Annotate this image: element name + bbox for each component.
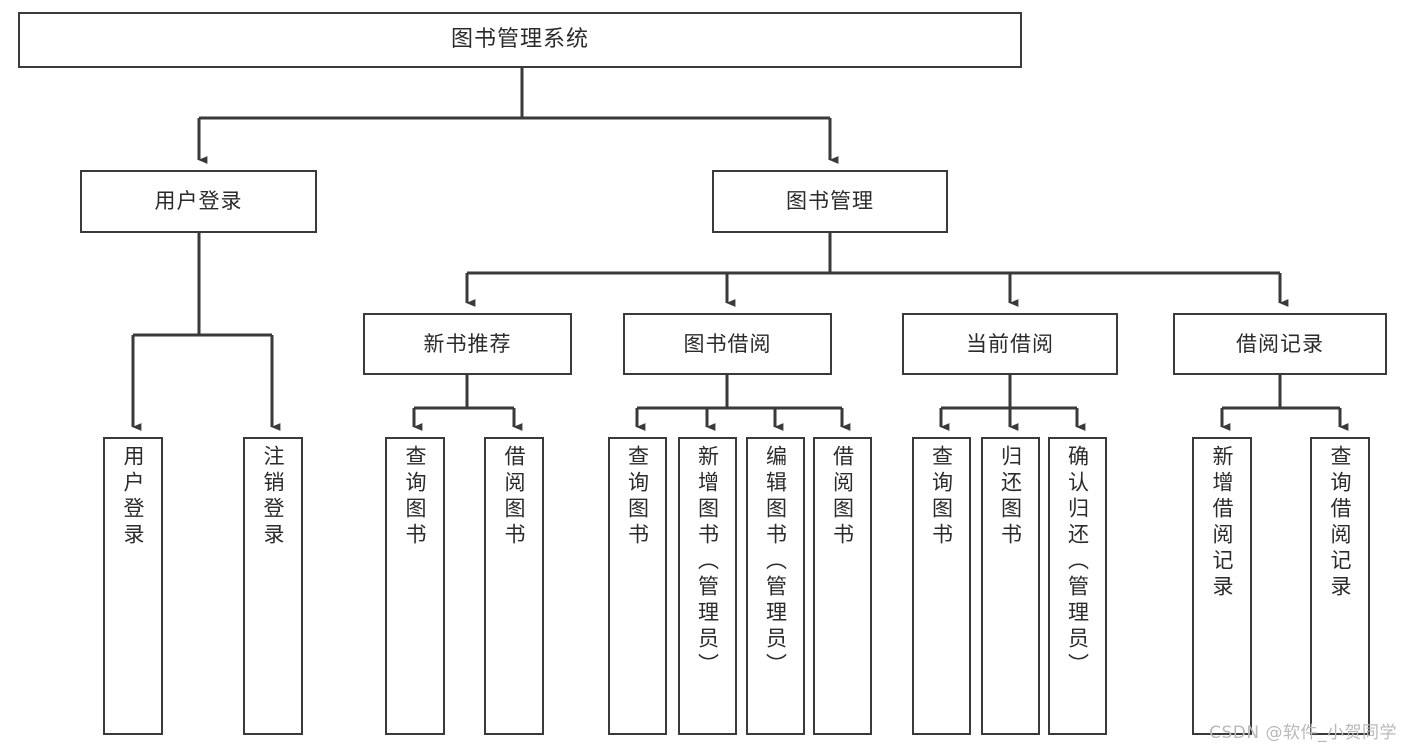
leaf-confirm-return-admin[interactable]: 确认归还（管理员） (1048, 437, 1107, 735)
leaf-borrow-book[interactable]: 借阅图书 (813, 437, 872, 735)
leaf-query-book-current[interactable]: 查询图书 (912, 437, 971, 735)
leaf-logout[interactable]: 注销登录 (243, 437, 303, 735)
node-label: 查询借阅记录 (1328, 445, 1353, 601)
node-label: 新增图书（管理员） (695, 445, 720, 679)
node-current-borrow[interactable]: 当前借阅 (902, 313, 1118, 375)
node-label: 当前借阅 (966, 331, 1054, 356)
leaf-query-borrow-record[interactable]: 查询借阅记录 (1310, 437, 1370, 735)
node-root-system[interactable]: 图书管理系统 (18, 12, 1022, 68)
node-book-management[interactable]: 图书管理 (712, 170, 948, 233)
node-label: 查询图书 (625, 445, 650, 549)
leaf-query-book-recommend[interactable]: 查询图书 (385, 437, 445, 735)
node-label: 借阅图书 (830, 445, 855, 549)
node-label: 编辑图书（管理员） (763, 445, 788, 679)
node-label: 图书管理系统 (450, 27, 589, 53)
node-new-book-recommend[interactable]: 新书推荐 (363, 313, 572, 375)
node-label: 图书管理 (786, 189, 874, 214)
node-label: 确认归还（管理员） (1065, 445, 1090, 679)
node-borrow-record[interactable]: 借阅记录 (1173, 313, 1387, 375)
node-label: 注销登录 (261, 445, 286, 549)
node-label: 借阅图书 (502, 445, 527, 549)
leaf-borrow-book-recommend[interactable]: 借阅图书 (484, 437, 544, 735)
node-label: 查询图书 (403, 445, 428, 549)
leaf-query-book-borrow[interactable]: 查询图书 (608, 437, 667, 735)
node-label: 图书借阅 (683, 331, 772, 356)
node-label: 查询图书 (929, 445, 954, 549)
node-label: 借阅记录 (1236, 331, 1324, 356)
leaf-user-login[interactable]: 用户登录 (103, 437, 163, 735)
node-user-login[interactable]: 用户登录 (80, 170, 317, 233)
leaf-return-book[interactable]: 归还图书 (981, 437, 1040, 735)
leaf-add-borrow-record[interactable]: 新增借阅记录 (1192, 437, 1252, 735)
node-label: 新增借阅记录 (1210, 445, 1235, 601)
node-book-borrow[interactable]: 图书借阅 (623, 313, 832, 375)
node-label: 新书推荐 (423, 331, 512, 356)
node-label: 归还图书 (998, 445, 1023, 549)
leaf-edit-book-admin[interactable]: 编辑图书（管理员） (746, 437, 805, 735)
node-label: 用户登录 (154, 189, 243, 214)
node-label: 用户登录 (121, 445, 146, 549)
leaf-add-book-admin[interactable]: 新增图书（管理员） (678, 437, 737, 735)
